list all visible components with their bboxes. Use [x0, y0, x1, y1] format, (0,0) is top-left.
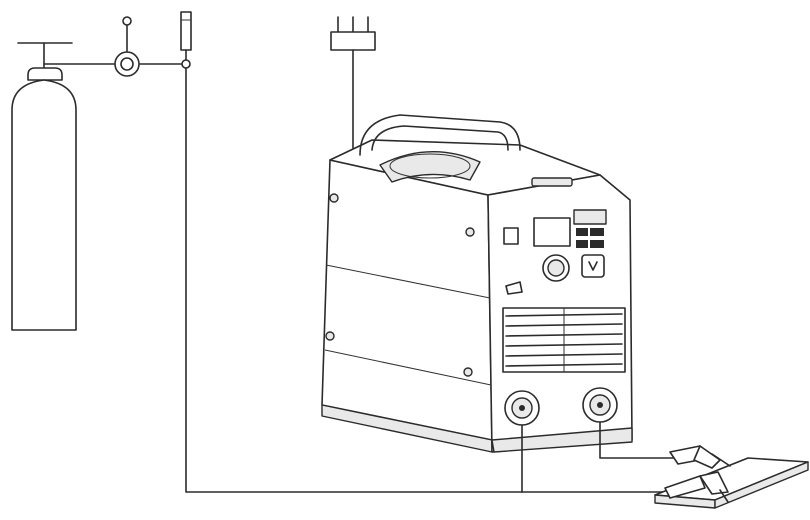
flowmeter-icon	[180, 11, 192, 69]
negative-terminal	[504, 390, 540, 426]
tig-torch-icon	[664, 471, 729, 503]
gas-hose	[185, 67, 666, 493]
ground-clamp-icon	[669, 445, 731, 469]
inverter-welder-icon	[321, 114, 633, 453]
regulator-icon	[114, 16, 140, 77]
positive-terminal	[582, 387, 618, 423]
power-plug-icon	[330, 16, 376, 149]
vent-grille	[502, 307, 626, 373]
ground-cable	[599, 421, 679, 459]
gas-cylinder-icon	[11, 42, 77, 331]
